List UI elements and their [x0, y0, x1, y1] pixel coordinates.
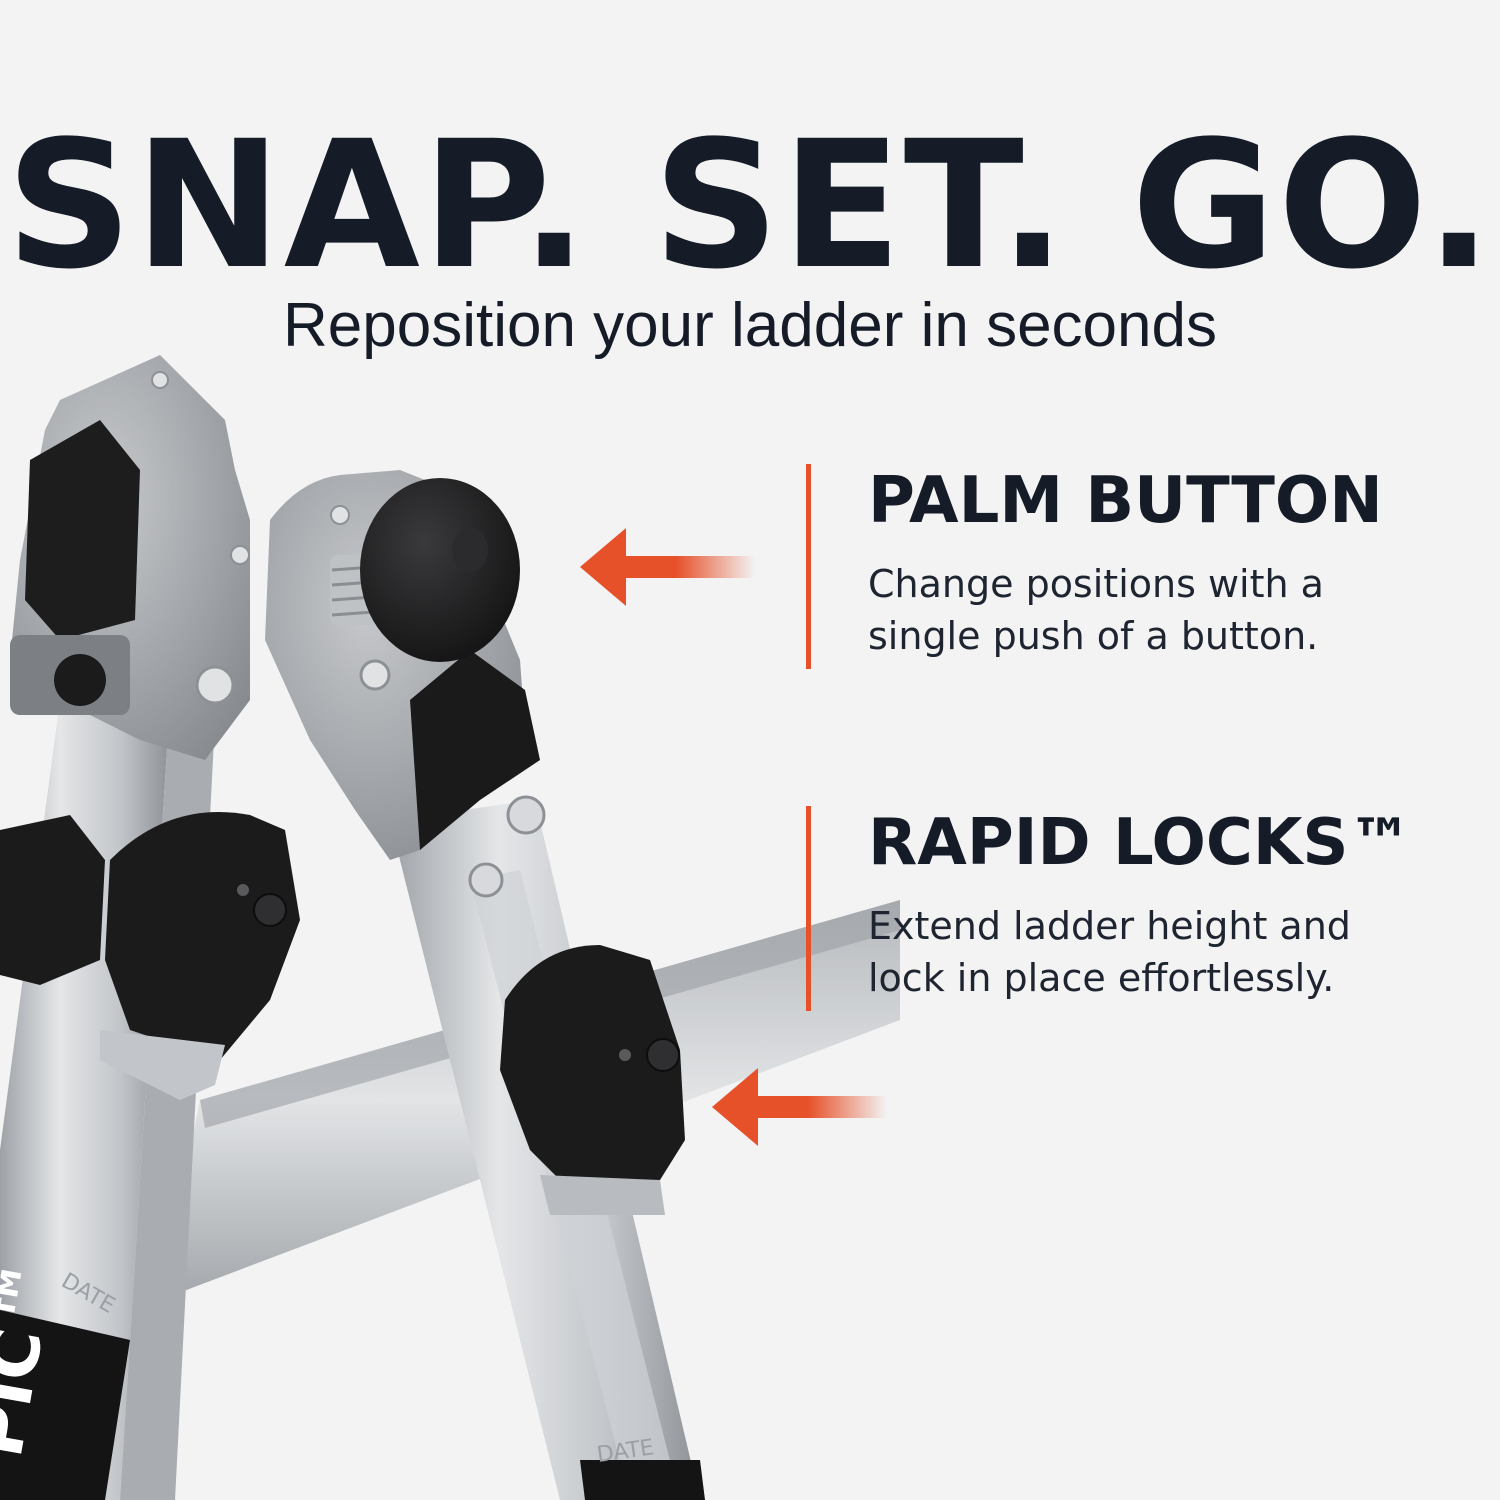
headline: SNAP. SET. GO.: [5, 103, 1495, 308]
feature-description: Change positions with a single push of a…: [868, 562, 1324, 658]
feature-description: Extend ladder height and lock in place e…: [868, 904, 1351, 1000]
right-rapid-lock: [500, 945, 685, 1215]
left-hinge-plate: [10, 355, 250, 760]
left-arrow-icon: [712, 1068, 887, 1146]
left-rapid-lock: [0, 812, 300, 1060]
palm-button-knob: [330, 478, 520, 662]
accent-bar: [806, 464, 811, 669]
ladder-hinge-illustration: DATE PIC™ DATE: [0, 355, 900, 1500]
left-step-bracket: [100, 1030, 225, 1100]
feature-title: PALM BUTTON: [868, 464, 1383, 538]
subheadline: Reposition your ladder in seconds: [283, 291, 1217, 360]
feature-title: RAPID LOCKS™: [868, 806, 1413, 880]
left-arrow-icon: [580, 528, 755, 606]
accent-bar: [806, 806, 811, 1011]
